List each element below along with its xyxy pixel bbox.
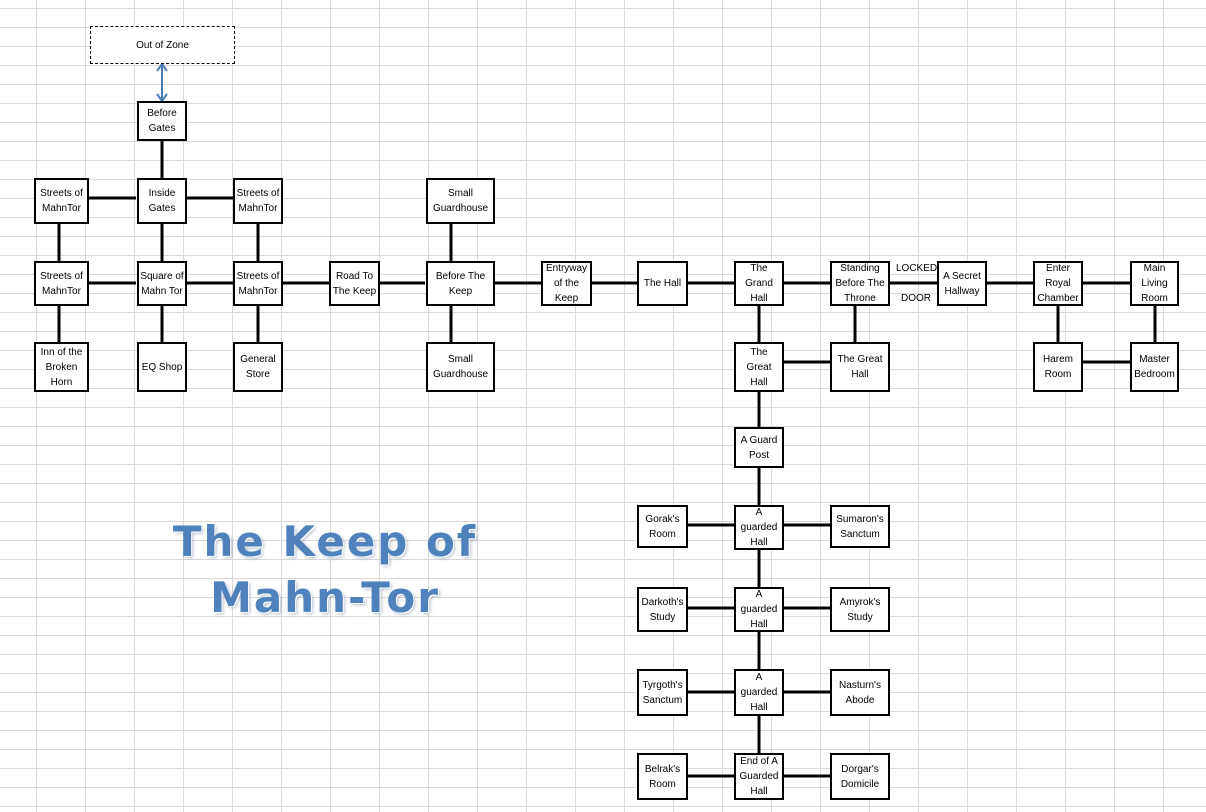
- room-master-bedroom: Master Bedroom: [1130, 342, 1179, 392]
- zone-exit-arrow: [156, 62, 168, 103]
- room-belraks-room: Belrak's Room: [637, 753, 688, 800]
- room-a-guarded-hall-2: A guarded Hall: [734, 587, 784, 632]
- room-tyrgoths-sanctum: Tyrgoth's Sanctum: [637, 669, 688, 716]
- room-the-great-hall-2: The Great Hall: [830, 342, 890, 392]
- room-end-of-a-guarded-hall: End of A Guarded Hall: [734, 753, 784, 800]
- room-small-guardhouse-north: Small Guardhouse: [426, 178, 495, 224]
- room-darkoths-study: Darkoth's Study: [637, 587, 688, 632]
- room-standing-before-the-throne: Standing Before The Throne: [830, 261, 890, 306]
- room-nasturns-abode: Nasturn's Abode: [830, 669, 890, 716]
- room-streets-of-mahntor-e: Streets of MahnTor: [233, 261, 283, 306]
- room-the-grand-hall: The Grand Hall: [734, 261, 784, 306]
- room-a-guard-post: A Guard Post: [734, 427, 784, 468]
- room-streets-of-mahntor-ne: Streets of MahnTor: [233, 178, 283, 224]
- room-eq-shop: EQ Shop: [137, 342, 187, 392]
- room-a-secret-hallway: A Secret Hallway: [937, 261, 987, 306]
- map-title: The Keep of Mahn-Tor: [160, 514, 490, 626]
- room-enter-royal-chamber: Enter Royal Chamber: [1033, 261, 1083, 306]
- room-a-guarded-hall-3: A guarded Hall: [734, 669, 784, 716]
- room-before-the-keep: Before The Keep: [426, 261, 495, 306]
- map-title-line-1: The Keep of: [172, 517, 478, 566]
- room-inn-of-the-broken-horn: Inn of the Broken Horn: [34, 342, 89, 392]
- room-general-store: General Store: [233, 342, 283, 392]
- room-before-gates: Before Gates: [137, 101, 187, 141]
- room-road-to-the-keep: Road To The Keep: [329, 261, 380, 306]
- map-title-line-2: Mahn-Tor: [210, 573, 440, 622]
- room-entryway-of-the-keep: Entryway of the Keep: [541, 261, 592, 306]
- room-the-great-hall-1: The Great Hall: [734, 342, 784, 392]
- room-harem-room: Harem Room: [1033, 342, 1083, 392]
- room-the-hall: The Hall: [637, 261, 688, 306]
- locked-label: LOCKED: [896, 263, 938, 274]
- room-dorgars-domicile: Dorgar's Domicile: [830, 753, 890, 800]
- room-small-guardhouse-south: Small Guardhouse: [426, 342, 495, 392]
- room-a-guarded-hall-1: A guarded Hall: [734, 505, 784, 550]
- room-main-living-room: Main Living Room: [1130, 261, 1179, 306]
- room-streets-of-mahntor-w: Streets of MahnTor: [34, 261, 89, 306]
- door-label: DOOR: [901, 293, 931, 304]
- room-inside-gates: Inside Gates: [137, 178, 187, 224]
- room-amyroks-study: Amyrok's Study: [830, 587, 890, 632]
- room-sumarons-sanctum: Sumaron's Sanctum: [830, 505, 890, 548]
- room-streets-of-mahntor-nw: Streets of MahnTor: [34, 178, 89, 224]
- room-goraks-room: Gorak's Room: [637, 505, 688, 548]
- room-square-of-mahn-tor: Square of Mahn Tor: [137, 261, 187, 306]
- room-out-of-zone: Out of Zone: [90, 26, 235, 64]
